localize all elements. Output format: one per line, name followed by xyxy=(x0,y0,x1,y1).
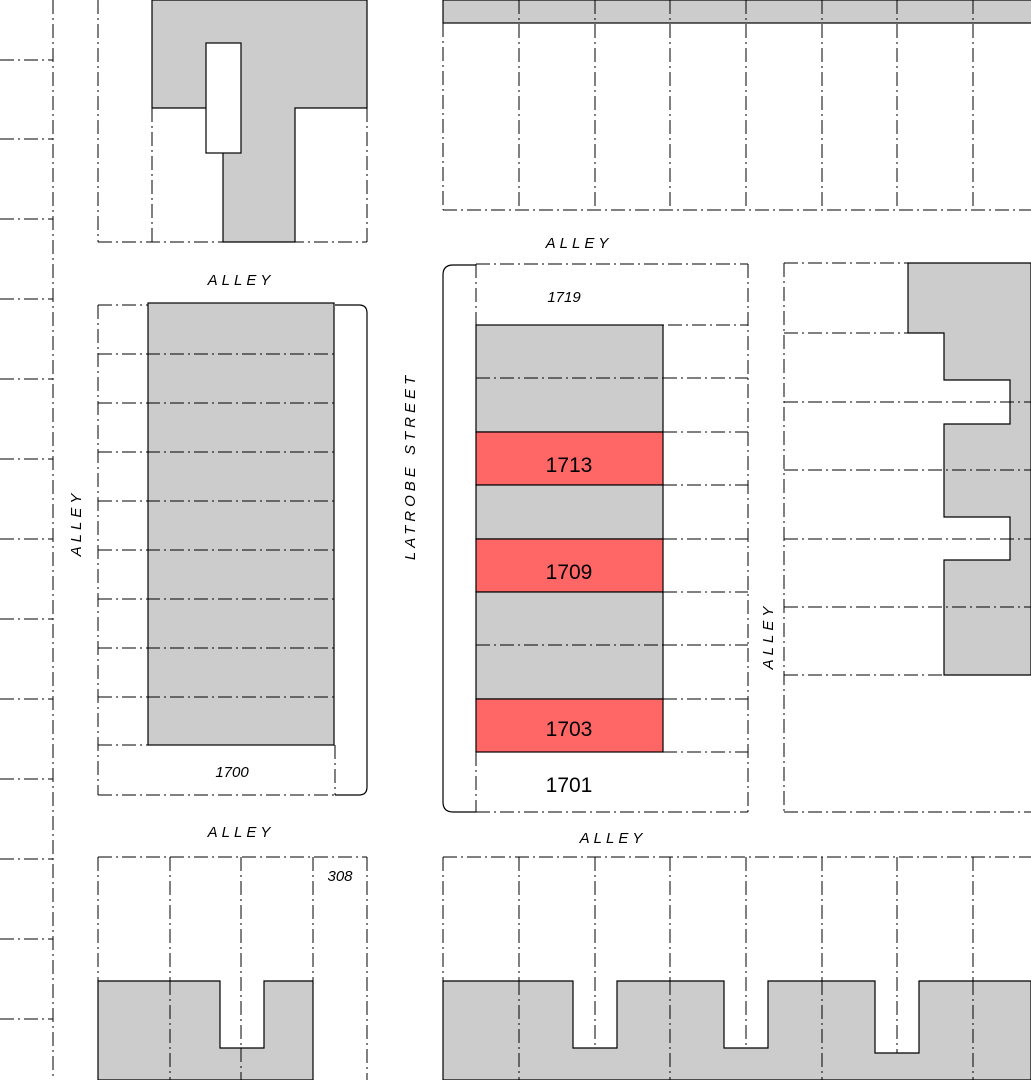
building-bottom-right xyxy=(442,980,1031,1080)
block-latrobe xyxy=(442,263,749,813)
alley-label-top-center: ALLEY xyxy=(545,235,613,252)
parcel-label-1701: 1701 xyxy=(546,774,593,797)
notch-top-left xyxy=(205,42,242,154)
building-bottom-left xyxy=(97,980,314,1080)
alley-label-top-left: ALLEY xyxy=(207,272,275,289)
block-bottom-left xyxy=(97,856,368,1080)
building-1700 xyxy=(147,302,335,746)
building-right xyxy=(907,262,1031,676)
parcel-1709-highlight[interactable] xyxy=(475,538,664,593)
parcel-1703-highlight[interactable] xyxy=(475,698,664,753)
block-right xyxy=(783,262,1031,813)
left-edge-lots xyxy=(0,0,54,1080)
alley-label-bottom-left: ALLEY xyxy=(207,824,275,841)
parcel-label-308: 308 xyxy=(327,868,353,885)
block-top-left xyxy=(97,0,368,243)
block-bottom-right xyxy=(442,856,1031,1080)
block-1700 xyxy=(97,302,368,796)
parcel-label-1713[interactable]: 1713 xyxy=(546,454,593,477)
parcel-label-1703[interactable]: 1703 xyxy=(546,718,593,741)
parcel-1713-highlight[interactable] xyxy=(475,431,664,486)
alley-label-left-vertical: ALLEY xyxy=(68,490,85,558)
latrobe-street-label: LATROBE STREET xyxy=(402,372,419,560)
parcel-label-1700: 1700 xyxy=(215,764,249,781)
building-top-right xyxy=(442,0,1031,24)
alley-label-right-vertical: ALLEY xyxy=(760,603,777,671)
alley-label-bottom-center: ALLEY xyxy=(579,830,647,847)
building-1711 xyxy=(475,484,664,540)
parcel-label-1709[interactable]: 1709 xyxy=(546,561,593,584)
block-top-right xyxy=(442,0,1031,211)
parcel-label-1719: 1719 xyxy=(547,289,581,306)
building-top-left xyxy=(151,0,368,243)
